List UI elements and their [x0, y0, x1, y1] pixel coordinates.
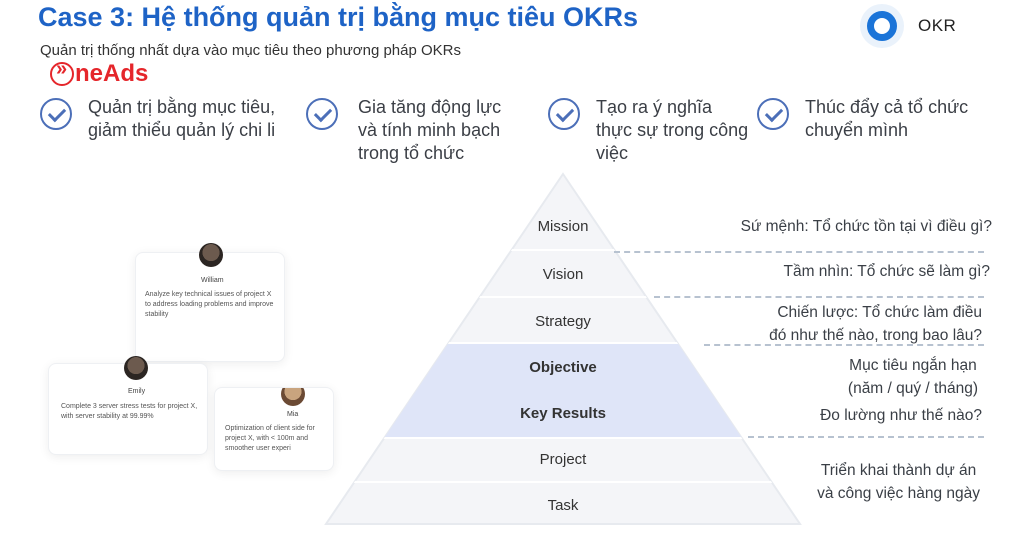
okr-logo-text: OKR: [918, 16, 957, 35]
oneads-logo-text: neAds: [75, 60, 149, 87]
benefit-item: Thúc đẩy cả tổ chức chuyển mình: [757, 96, 968, 142]
benefit-line: Quản trị bằng mục tiêu,: [88, 97, 276, 117]
team-cards: William Analyze key technical issues of …: [40, 230, 340, 471]
desc-line: (năm / quý / tháng): [847, 380, 978, 397]
pyramid-level-task: Task: [547, 497, 579, 514]
pyramid-level-mission: Mission: [537, 218, 589, 235]
dashed-separator: [614, 251, 984, 253]
oneads-logo: neAds: [50, 58, 149, 88]
check-circle-icon: [757, 98, 789, 130]
card-name: Mia: [287, 411, 299, 418]
desc-objective: Mục tiêu ngắn hạn (năm / quý / tháng): [848, 354, 978, 400]
avatar: [281, 388, 305, 406]
card-name: Emily: [128, 388, 146, 395]
check-circle-icon: [306, 98, 338, 130]
desc-line: và công việc hàng ngày: [817, 485, 980, 502]
benefit-line: Gia tăng động lực: [358, 97, 502, 117]
benefit-text: Thúc đẩy cả tổ chức chuyển mình: [805, 96, 968, 142]
card-text: Complete 3 server stress tests for proje…: [61, 403, 198, 420]
pyramid-level-key-results: Key Results: [520, 405, 606, 422]
benefit-text: Quản trị bằng mục tiêu, giảm thiểu quản …: [88, 96, 275, 142]
avatar: [124, 356, 148, 380]
desc-project: Triển khai thành dự án và công việc hàng…: [817, 459, 980, 505]
okr-ring-icon: [860, 4, 904, 48]
pyramid-level-vision: Vision: [542, 266, 584, 283]
okr-pyramid: Mission Vision Strategy Objective Key Re…: [318, 168, 808, 530]
card-name: William: [201, 277, 224, 284]
card-text: Optimization of client side for project …: [225, 425, 315, 452]
dashed-separator: [704, 344, 984, 346]
benefit-item: Tạo ra ý nghĩa thực sự trong công việc: [548, 96, 748, 165]
dashed-separator: [748, 436, 984, 438]
benefit-item: Gia tăng động lực và tính minh bạch tron…: [306, 96, 501, 165]
page-title: Case 3: Hệ thống quản trị bằng mục tiêu …: [38, 2, 639, 32]
pyramid-level-project: Project: [539, 451, 587, 468]
page-subtitle: Quản trị thống nhất dựa vào mục tiêu the…: [40, 42, 462, 59]
dashed-separator: [654, 296, 984, 298]
team-card: William Analyze key technical issues of …: [135, 243, 285, 362]
desc-mission: Sứ mệnh: Tổ chức tồn tại vì điều gì?: [740, 218, 992, 235]
benefit-line: và tính minh bạch: [358, 120, 501, 140]
desc-line: đó như thế nào, trong bao lâu?: [769, 327, 982, 344]
avatar: [199, 243, 223, 267]
pyramid-level-objective: Objective: [529, 359, 597, 376]
benefit-line: giảm thiểu quản lý chi li: [88, 120, 276, 140]
oneads-play-icon: [50, 58, 74, 86]
desc-line: Triển khai thành dự án: [820, 462, 977, 479]
team-card: Emily Complete 3 server stress tests for…: [48, 356, 208, 455]
benefit-line: thực sự trong công: [596, 120, 749, 140]
card-text: Analyze key technical issues of project …: [145, 291, 274, 318]
benefit-line: Tạo ra ý nghĩa: [596, 97, 713, 117]
team-card: Mia Optimization of client side for proj…: [214, 387, 334, 471]
desc-line: Mục tiêu ngắn hạn: [849, 357, 977, 374]
desc-strategy: Chiến lược: Tổ chức làm điều đó như thế …: [769, 301, 982, 347]
benefit-line: chuyển mình: [805, 120, 909, 140]
pyramid-highlight-band: [326, 343, 800, 438]
pyramid-shape: [324, 172, 802, 525]
benefit-text: Tạo ra ý nghĩa thực sự trong công việc: [596, 96, 748, 165]
pyramid-level-strategy: Strategy: [535, 313, 591, 330]
benefit-line: trong tổ chức: [358, 143, 465, 163]
check-circle-icon: [548, 98, 580, 130]
desc-key-results: Đo lường như thế nào?: [820, 407, 982, 424]
desc-line: Chiến lược: Tổ chức làm điều: [777, 304, 982, 321]
benefit-text: Gia tăng động lực và tính minh bạch tron…: [358, 96, 501, 165]
benefit-item: Quản trị bằng mục tiêu, giảm thiểu quản …: [40, 96, 275, 142]
benefit-line: Thúc đẩy cả tổ chức: [805, 97, 969, 117]
benefit-line: việc: [596, 143, 629, 163]
check-circle-icon: [40, 98, 72, 130]
okr-logo: OKR: [860, 4, 956, 48]
desc-vision: Tầm nhìn: Tổ chức sẽ làm gì?: [783, 263, 990, 280]
